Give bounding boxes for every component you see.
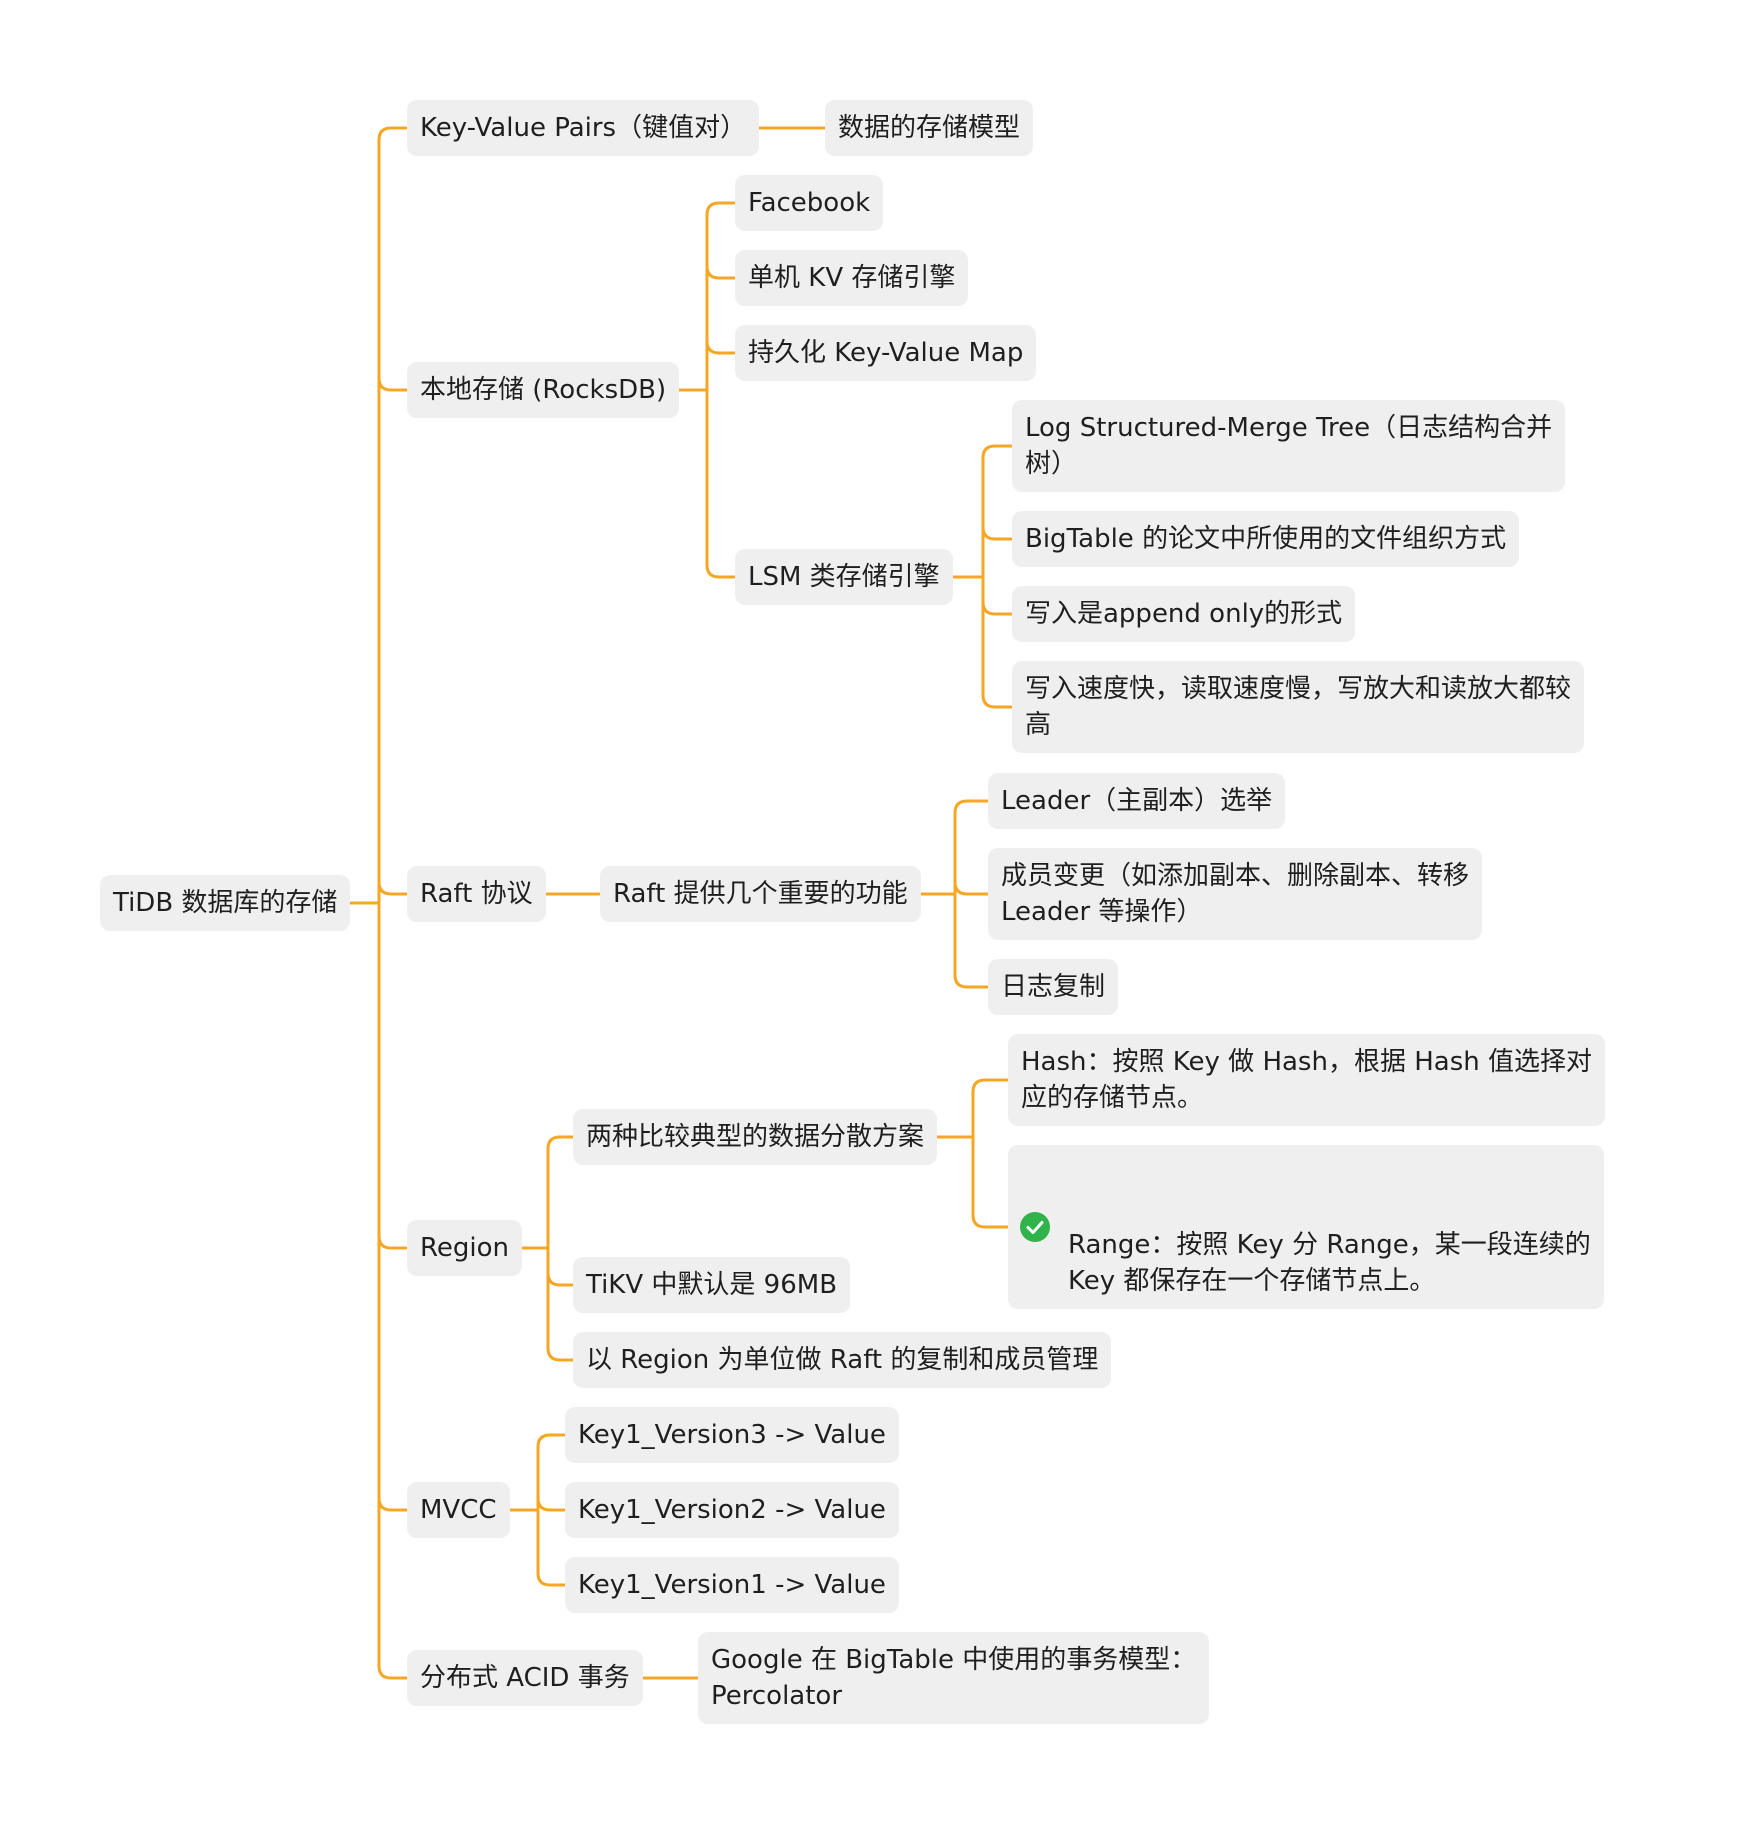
mvcc-link-branch-2: [536, 1571, 567, 1587]
mvcc-link-branch-0: [536, 1433, 567, 1449]
node-append-only[interactable]: 写入是append only的形式: [1012, 586, 1356, 642]
node-key1-version2[interactable]: Key1_Version2 -> Value: [565, 1482, 899, 1538]
node-region-raft-unit[interactable]: 以 Region 为单位做 Raft 的复制和成员管理: [573, 1332, 1112, 1388]
branch-key-value-pairs[interactable]: Key-Value Pairs（键值对）: [407, 100, 760, 156]
node-facebook[interactable]: Facebook: [735, 175, 884, 231]
scheme-link-branch-1: [971, 1213, 1010, 1229]
region-link-branch-2: [546, 1346, 575, 1362]
node-write-read-amplification[interactable]: 写入速度快，读取速度慢，写放大和读放大都较 高: [1012, 661, 1585, 753]
mvcc-link-branch-1: [536, 1496, 567, 1512]
node-single-kv-engine[interactable]: 单机 KV 存储引擎: [735, 250, 969, 306]
raft-func-link-branch-2: [953, 973, 990, 989]
node-hash-scheme[interactable]: Hash：按照 Key 做 Hash，根据 Hash 值选择对 应的存储节点。: [1008, 1034, 1605, 1126]
root-node[interactable]: TiDB 数据库的存储: [100, 875, 351, 931]
node-data-distribution-schemes[interactable]: 两种比较典型的数据分散方案: [573, 1109, 938, 1165]
lsm-link-branch-2: [981, 600, 1014, 616]
node-lsm-engine[interactable]: LSM 类存储引擎: [735, 549, 953, 605]
region-link-branch-0: [546, 1135, 575, 1151]
branch-raft-protocol[interactable]: Raft 协议: [407, 866, 546, 922]
branch-local-storage-rocksdb[interactable]: 本地存储 (RocksDB): [407, 362, 680, 418]
root-link-branch-2: [377, 880, 409, 896]
node-storage-model[interactable]: 数据的存储模型: [825, 100, 1034, 156]
node-leader-election[interactable]: Leader（主副本）选举: [988, 773, 1286, 829]
root-link-branch-3: [377, 1234, 409, 1250]
node-key1-version1[interactable]: Key1_Version1 -> Value: [565, 1557, 899, 1613]
node-tikv-default-size[interactable]: TiKV 中默认是 96MB: [573, 1257, 851, 1313]
node-range-scheme[interactable]: Range：按照 Key 分 Range，某一段连续的 Key 都保存在一个存储…: [1008, 1145, 1604, 1309]
region-link-branch-1: [546, 1271, 575, 1287]
branch-distributed-acid[interactable]: 分布式 ACID 事务: [407, 1650, 643, 1706]
root-link-branch-1: [377, 376, 409, 392]
node-bigtable-file-organization[interactable]: BigTable 的论文中所使用的文件组织方式: [1012, 511, 1520, 567]
raft-func-link-branch-0: [953, 799, 990, 815]
rocksdb-link-branch-3: [705, 563, 737, 579]
check-circle-icon: [1020, 1212, 1050, 1242]
scheme-link-branch-0: [971, 1078, 1010, 1094]
rocksdb-link-branch-2: [705, 339, 737, 355]
node-membership-change[interactable]: 成员变更（如添加副本、删除副本、转移 Leader 等操作）: [988, 848, 1483, 940]
raft-func-link-branch-1: [953, 880, 990, 896]
lsm-link-branch-0: [981, 444, 1014, 460]
node-log-replication[interactable]: 日志复制: [988, 959, 1119, 1015]
rocksdb-link-branch-1: [705, 264, 737, 280]
branch-mvcc[interactable]: MVCC: [407, 1482, 510, 1538]
lsm-link-branch-1: [981, 525, 1014, 541]
node-key1-version3[interactable]: Key1_Version3 -> Value: [565, 1407, 899, 1463]
root-link-branch-0: [377, 126, 409, 142]
range-scheme-text: Range：按照 Key 分 Range，某一段连续的 Key 都保存在一个存储…: [1068, 1230, 1591, 1296]
lsm-link-branch-3: [981, 693, 1014, 709]
node-percolator[interactable]: Google 在 BigTable 中使用的事务模型： Percolator: [698, 1632, 1210, 1724]
rocksdb-link-branch-0: [705, 201, 737, 217]
node-lsm-tree[interactable]: Log Structured-Merge Tree（日志结构合并 树）: [1012, 400, 1566, 492]
node-raft-functions[interactable]: Raft 提供几个重要的功能: [600, 866, 921, 922]
root-link-branch-4: [377, 1496, 409, 1512]
node-persistent-kv-map[interactable]: 持久化 Key-Value Map: [735, 325, 1037, 381]
branch-region[interactable]: Region: [407, 1220, 523, 1276]
root-link-branch-5: [377, 1664, 409, 1680]
